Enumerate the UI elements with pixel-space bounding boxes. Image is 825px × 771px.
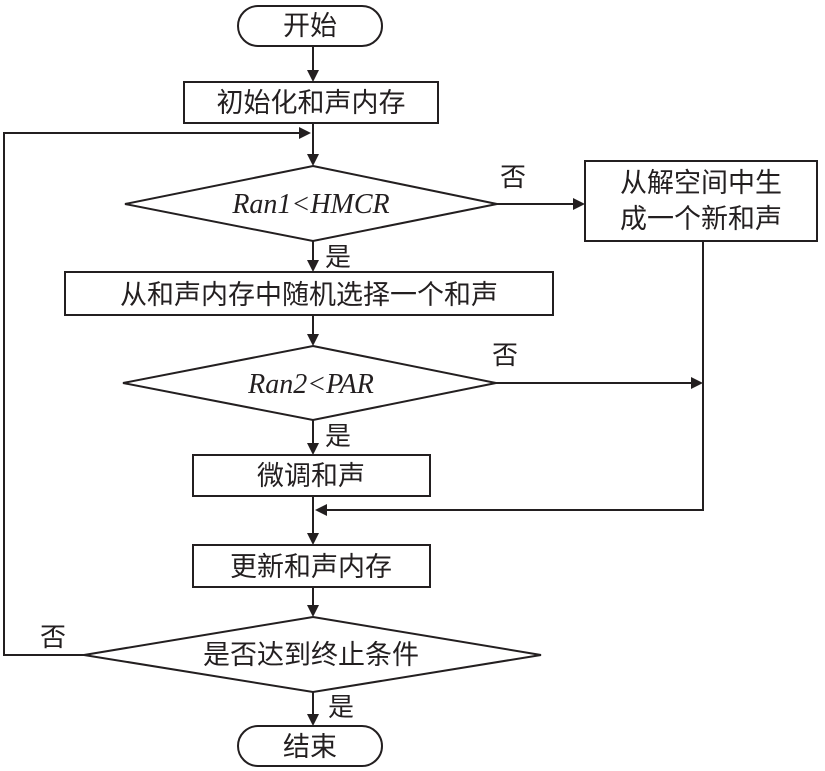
par-condition-label: Ran2<PAR (247, 369, 374, 400)
hmcr-yes-label: 是 (325, 243, 351, 273)
fine-tune-box (192, 454, 431, 497)
stop-condition-label: 是否达到终止条件 (203, 640, 419, 671)
hmcr-no-label: 否 (500, 163, 526, 193)
new-harmony-box (584, 160, 818, 242)
par-yes-label: 是 (325, 422, 351, 452)
init-memory-box (183, 81, 439, 124)
select-random-box (64, 271, 554, 316)
new-harmony-label-line2: 成一个新和声 (620, 204, 782, 235)
hmcr-condition-label: Ran1<HMCR (231, 189, 389, 220)
connectors (3, 46, 704, 726)
stop-yes-label: 是 (328, 693, 354, 723)
new-harmony-label-line1: 从解空间中生 (620, 168, 782, 199)
par-no-label: 否 (492, 341, 518, 371)
select-random-label: 从和声内存中随机选择一个和声 (120, 280, 498, 311)
fine-tune-label: 微调和声 (257, 461, 365, 492)
update-memory-label: 更新和声内存 (230, 552, 392, 583)
start-terminal (237, 5, 383, 47)
init-memory-label: 初始化和声内存 (217, 88, 406, 119)
end-label: 结束 (283, 732, 337, 763)
start-label: 开始 (283, 11, 337, 42)
stop-no-label: 否 (40, 623, 66, 653)
update-memory-box (192, 544, 431, 588)
end-terminal (237, 725, 383, 767)
